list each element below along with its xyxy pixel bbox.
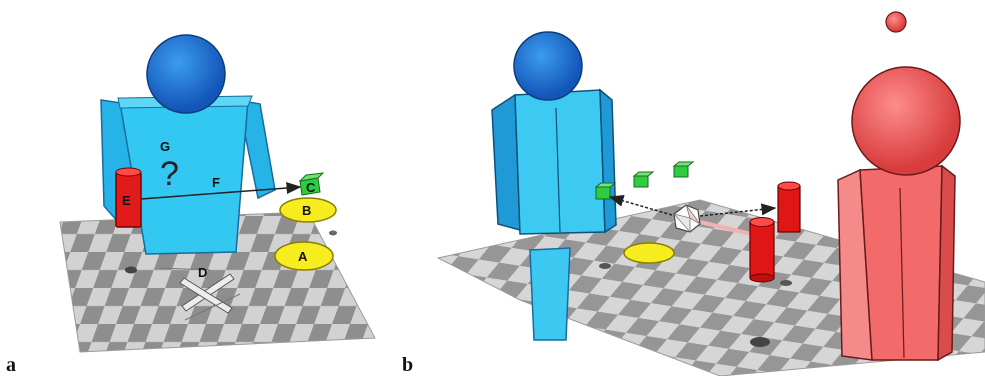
red-figure — [837, 66, 961, 362]
green-cube — [632, 171, 655, 188]
blue-figure-leg — [529, 247, 571, 341]
object-a-disc — [274, 241, 334, 271]
board-hole — [599, 263, 611, 269]
label-f: F — [212, 175, 220, 190]
object-b-disc — [279, 197, 337, 223]
panel-a: E F G ? C B A D a — [6, 34, 376, 376]
red-cylinder-front — [749, 217, 775, 283]
red-figure-torso — [859, 165, 943, 361]
board-hole — [780, 280, 792, 286]
board-hole — [750, 337, 770, 347]
polyhedron-marker — [672, 204, 701, 234]
label-b: B — [302, 203, 311, 218]
board-hole — [329, 230, 337, 236]
panel-b: b — [402, 11, 985, 376]
red-figure-head — [851, 66, 961, 176]
yellow-disc — [623, 242, 675, 264]
object-c-cube — [298, 172, 325, 196]
blue-figure-head — [146, 34, 226, 114]
green-cube — [594, 182, 617, 200]
blue-figure-a — [100, 34, 276, 255]
red-figure-side-right — [937, 164, 956, 362]
label-e: E — [122, 193, 131, 208]
question-mark: ? — [160, 155, 179, 193]
object-d-sticks — [159, 267, 241, 321]
board-hole — [125, 266, 137, 274]
gaze-arrow-left — [608, 195, 673, 216]
label-d: D — [198, 265, 207, 280]
label-g: G — [160, 139, 170, 154]
blue-figure-head — [513, 31, 583, 101]
small-red-sphere — [885, 11, 907, 33]
arrow-f — [140, 182, 302, 200]
gaze-arrow-right — [699, 203, 777, 217]
blue-figure-torso — [514, 89, 606, 235]
label-c: C — [306, 180, 316, 195]
red-cylinder-tall — [777, 181, 801, 233]
panel-label-b: b — [402, 354, 413, 376]
label-a: A — [298, 249, 308, 264]
panel-label-a: a — [6, 354, 16, 376]
green-cube — [672, 161, 695, 178]
object-e-cylinder — [115, 167, 142, 228]
blue-figure-arm-right — [237, 99, 276, 200]
